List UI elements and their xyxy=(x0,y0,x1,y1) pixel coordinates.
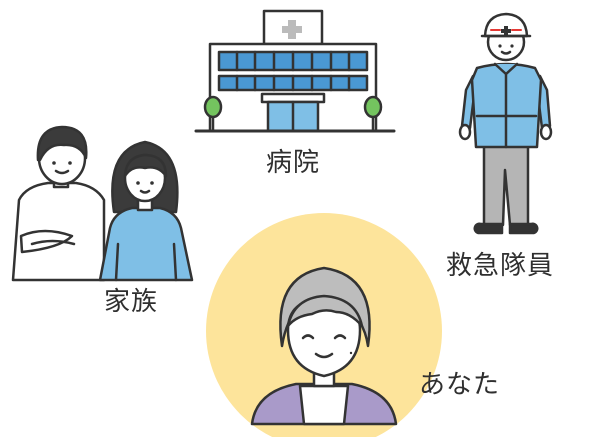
elderly-woman-icon xyxy=(206,213,442,437)
you-label: あなた xyxy=(419,370,501,400)
rescuer-label: 救急隊員 xyxy=(446,251,555,281)
hospital-label: 病院 xyxy=(266,148,321,178)
family-couple-icon xyxy=(11,125,194,282)
hospital-building-icon xyxy=(194,9,396,133)
paramedic-person-icon xyxy=(458,12,553,235)
family-label: 家族 xyxy=(104,287,159,317)
